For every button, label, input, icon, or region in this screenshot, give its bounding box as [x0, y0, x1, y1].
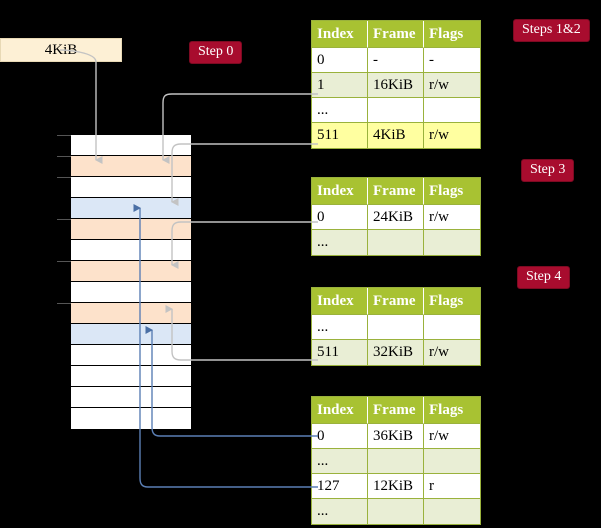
- table-cell: 127: [312, 474, 368, 499]
- table-cell: r/w: [424, 73, 480, 98]
- table-cell: 0: [312, 205, 368, 230]
- column-header-flags: Flags: [424, 178, 480, 205]
- memory-row: [57, 177, 191, 198]
- memory-row-tick: [57, 303, 71, 304]
- table-cell: [368, 499, 424, 524]
- memory-row-tick: [57, 261, 71, 262]
- connector-l3-24kib: [171, 221, 318, 269]
- table-cell: 511: [312, 340, 368, 365]
- column-header-frame: Frame: [368, 397, 424, 424]
- table-cell: r/w: [424, 123, 480, 148]
- memory-row-tick: [57, 135, 71, 136]
- column-header-index: Index: [312, 397, 368, 424]
- table-cell: [424, 499, 480, 524]
- table-cell: 0: [312, 424, 368, 449]
- physical-memory-column: [57, 134, 192, 429]
- table-cell: 12KiB: [368, 474, 424, 499]
- column-header-flags: Flags: [424, 21, 480, 48]
- connector-l4-4kib: [171, 143, 318, 206]
- table-cell: r/w: [424, 205, 480, 230]
- table-row[interactable]: ...: [312, 315, 480, 340]
- memory-row: [57, 261, 191, 282]
- table-cell: [424, 315, 480, 340]
- table-cell: ...: [312, 449, 368, 474]
- table-row[interactable]: ...: [312, 230, 480, 255]
- memory-row: [57, 303, 191, 324]
- memory-row: [71, 324, 191, 345]
- table-cell: ...: [312, 230, 368, 255]
- column-header-frame: Frame: [368, 288, 424, 315]
- memory-row: [71, 198, 191, 219]
- memory-row: [71, 366, 191, 387]
- memory-row: [71, 240, 191, 261]
- table-cell: 511: [312, 123, 368, 148]
- table-cell: [368, 315, 424, 340]
- memory-row: [71, 387, 191, 408]
- memory-row: [71, 345, 191, 366]
- table-cell: -: [368, 48, 424, 73]
- memory-row: [57, 135, 191, 156]
- table-cell: [368, 98, 424, 123]
- memory-row: [57, 156, 191, 177]
- column-header-frame: Frame: [368, 21, 424, 48]
- step-badge-step4: Step 4: [517, 266, 571, 290]
- table-cell: [424, 98, 480, 123]
- memory-row-tick: [57, 156, 71, 157]
- table-cell: 32KiB: [368, 340, 424, 365]
- table-cell: [424, 449, 480, 474]
- table-row[interactable]: ...: [312, 449, 480, 474]
- memory-row-tick: [57, 177, 71, 178]
- memory-row: [71, 408, 191, 429]
- table-cell: r/w: [424, 340, 480, 365]
- table-cell: r/w: [424, 424, 480, 449]
- table-cell: 36KiB: [368, 424, 424, 449]
- table-cell: -: [424, 48, 480, 73]
- table-row[interactable]: ...: [312, 98, 480, 123]
- step-badge-step12: Steps 1&2: [513, 19, 590, 43]
- table-cell: [424, 230, 480, 255]
- table-cell: 24KiB: [368, 205, 424, 230]
- connector-l2-32kib: [165, 305, 318, 361]
- memory-row-tick: [57, 219, 71, 220]
- column-header-flags: Flags: [424, 288, 480, 315]
- column-header-frame: Frame: [368, 178, 424, 205]
- column-header-index: Index: [312, 288, 368, 315]
- table-cell: 0: [312, 48, 368, 73]
- table-cell: ...: [312, 98, 368, 123]
- table-cell: [368, 449, 424, 474]
- table-cell: ...: [312, 499, 368, 524]
- table-cell: ...: [312, 315, 368, 340]
- step-badge-step0: Step 0: [189, 41, 243, 65]
- column-header-index: Index: [312, 21, 368, 48]
- memory-row: [57, 219, 191, 240]
- table-cell: 16KiB: [368, 73, 424, 98]
- table-cell: 4KiB: [368, 123, 424, 148]
- column-header-flags: Flags: [424, 397, 480, 424]
- memory-row: [71, 282, 191, 303]
- table-cell: [368, 230, 424, 255]
- table-cell: 1: [312, 73, 368, 98]
- table-row[interactable]: ...: [312, 499, 480, 524]
- table-row[interactable]: 0--: [312, 48, 480, 73]
- step-badge-step3: Step 3: [521, 159, 575, 183]
- table-cell: r: [424, 474, 480, 499]
- source-frame-box: 4KiB: [0, 38, 122, 62]
- column-header-index: Index: [312, 178, 368, 205]
